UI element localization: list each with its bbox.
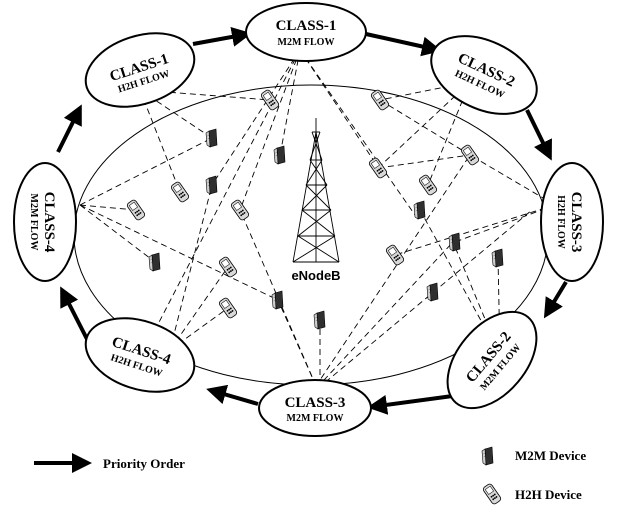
class-3-h2h-flow-node: CLASS-3 H2H FLOW bbox=[540, 162, 604, 282]
m2m-device-icon bbox=[426, 282, 439, 302]
legend-priority-order-label: Priority Order bbox=[103, 456, 185, 471]
m2m-device-icon bbox=[273, 145, 286, 165]
h2h-device-icon bbox=[259, 88, 281, 112]
node-subtitle: M2M FLOW bbox=[278, 37, 335, 48]
h2h-device-icon bbox=[125, 198, 147, 222]
m2m-device-icon bbox=[271, 290, 284, 310]
node-subtitle: M2M FLOW bbox=[28, 194, 39, 251]
m2m-device-icon bbox=[413, 200, 426, 220]
h2h-device-icon bbox=[481, 482, 503, 506]
m2m-device-icon bbox=[481, 446, 494, 466]
node-title: CLASS-3 bbox=[285, 395, 346, 411]
class-4-m2m-flow-node: CLASS-4 M2M FLOW bbox=[13, 162, 77, 282]
class-3-m2m-flow-node: CLASS-3 M2M FLOW bbox=[258, 379, 372, 437]
legend: Priority Order M2M Device H2H Device bbox=[34, 446, 586, 506]
class-1-m2m-flow-node: CLASS-1 M2M FLOW bbox=[245, 2, 367, 62]
h2h-device-icon bbox=[217, 296, 239, 320]
class-2-m2m-flow-node: CLASS-2 M2M FLOW bbox=[446, 310, 538, 410]
node-title: CLASS-4 bbox=[41, 192, 57, 253]
class-4-h2h-flow-node: CLASS-4 H2H FLOW bbox=[84, 317, 196, 393]
m2m-device-icon bbox=[148, 252, 161, 272]
h2h-device-icon bbox=[417, 173, 439, 197]
class-2-h2h-flow-node: CLASS-2 H2H FLOW bbox=[430, 35, 538, 115]
h2h-device-icon bbox=[169, 180, 191, 204]
h2h-device-icon bbox=[367, 156, 389, 180]
node-subtitle: H2H FLOW bbox=[555, 195, 566, 249]
h2h-device-icon bbox=[459, 143, 481, 167]
node-subtitle: M2M FLOW bbox=[287, 413, 344, 424]
m2m-device-icon bbox=[205, 175, 218, 195]
h2h-device-icon bbox=[217, 255, 239, 279]
m2m-device-icon bbox=[491, 248, 504, 268]
enodeb-label: eNodeB bbox=[291, 268, 340, 283]
devices bbox=[125, 88, 504, 330]
h2h-device-icon bbox=[369, 88, 391, 112]
priority-arrows bbox=[56, 27, 568, 415]
h2h-device-icon bbox=[384, 243, 406, 267]
node-title: CLASS-1 bbox=[276, 18, 337, 34]
class-1-h2h-flow-node: CLASS-1 H2H FLOW bbox=[84, 32, 196, 108]
legend-m2m-device-label: M2M Device bbox=[515, 448, 586, 463]
h2h-device-icon bbox=[229, 198, 251, 222]
m2m-device-icon bbox=[448, 232, 461, 252]
m2m-device-icon bbox=[205, 128, 218, 148]
node-title: CLASS-3 bbox=[568, 192, 584, 253]
enodeb-tower-icon bbox=[292, 118, 340, 263]
legend-h2h-device-label: H2H Device bbox=[515, 487, 582, 502]
connection-lines bbox=[79, 49, 556, 396]
m2m-device-icon bbox=[313, 310, 326, 330]
